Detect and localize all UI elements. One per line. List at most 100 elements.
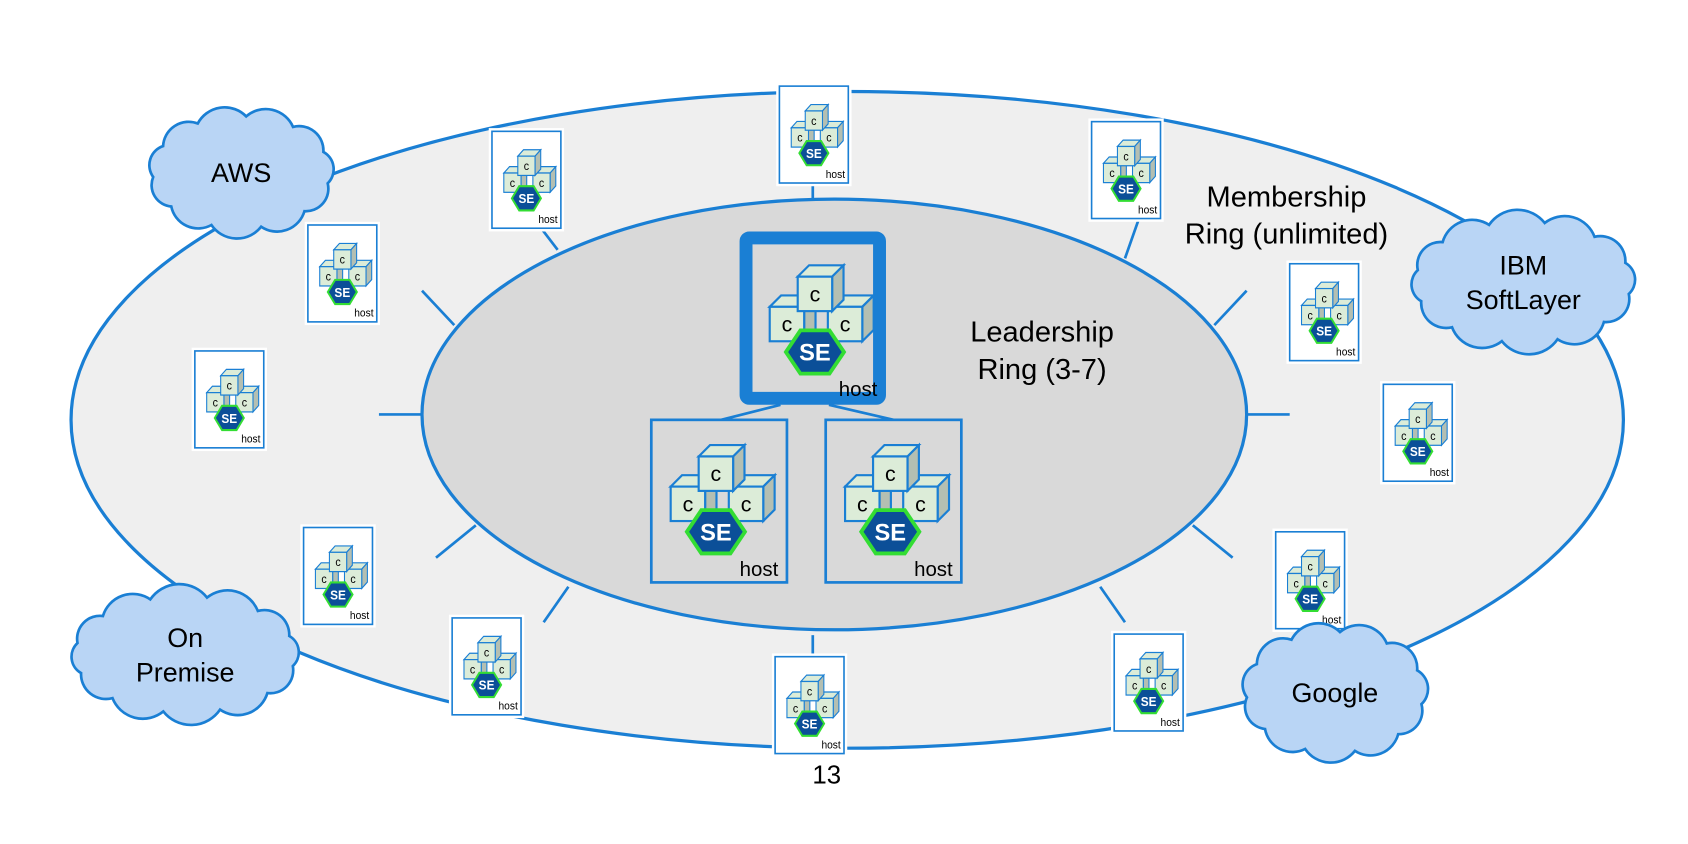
host-label: host [914,558,953,581]
host-label: host [538,214,557,227]
host-label: host [1430,467,1449,480]
container-icon: c [795,262,847,314]
container-icon: c [1300,548,1326,578]
ring-spokes [378,172,1290,657]
cloud-label: Premise [136,657,235,687]
container-label: c [1293,578,1299,591]
container-label: c [470,664,476,677]
service-engine-icon: SE [1294,585,1326,612]
container-label: c [1430,430,1436,443]
leader-link [828,403,894,422]
container-label: c [857,492,868,516]
service-engine-icon: SE [213,404,245,432]
service-engine-label: SE [479,678,495,693]
container-icon: c [1407,401,1434,430]
container-icon: c [476,634,503,664]
ring-spoke [1191,524,1234,559]
host-label: host [839,378,878,401]
leadership-ring-label-1: Leadership [970,316,1114,348]
cloud-icon [1241,621,1430,764]
host-label: host [1336,346,1355,359]
container-label: c [741,492,752,516]
container-label: c [782,313,793,337]
container-label: c [840,313,851,337]
container-label: c [1415,414,1421,427]
host-label: host [826,168,845,181]
container-label: c [807,686,813,699]
membership-ring-label-2: Ring (unlimited) [1185,218,1388,250]
container-icon: c [1138,651,1165,680]
host-label: host [499,700,518,713]
container-label: c [797,132,803,145]
host-label: host [821,739,840,752]
container-icon: c [1131,155,1157,185]
host-label: host [354,307,373,320]
service-engine-icon: SE [470,671,503,699]
cloud-aws: AWS [148,106,335,240]
service-engine-icon: SE [1308,317,1340,344]
container-label: c [1323,578,1329,591]
container-label: c [524,161,530,174]
cloud-label: IBM [1499,251,1547,281]
service-engine-icon: SE [858,508,922,556]
service-engine-label: SE [1141,694,1157,709]
ring-spoke [1099,585,1127,624]
container-label: c [1123,151,1129,164]
container-label: c [793,703,799,716]
container-label: c [1109,168,1115,181]
container-label: c [242,397,248,410]
container-label: c [340,254,346,267]
page-number: 13 [812,762,841,790]
ring-spoke [1123,218,1141,259]
container-label: c [915,492,926,516]
container-label: c [1337,310,1343,323]
container-label: c [711,462,722,486]
container-label: c [499,664,505,677]
service-engine-icon: SE [1110,175,1142,202]
service-engine-label: SE [700,520,732,546]
container-icon: c [328,544,354,574]
leadership-ring-label-2: Ring (3-7) [978,354,1107,386]
ring-spoke [542,585,570,624]
container-label: c [826,132,832,145]
service-engine-label: SE [330,588,346,603]
container-label: c [227,380,233,393]
host-label: host [1161,716,1180,729]
container-label: c [1401,430,1407,443]
container-label: c [683,492,694,516]
ring-spoke [1213,289,1248,327]
cloud-label: SoftLayer [1466,285,1581,315]
container-label: c [1132,680,1138,693]
service-engine-label: SE [519,192,535,207]
host-label: host [350,610,369,623]
container-icon: c [332,241,358,271]
container-label: c [1138,168,1144,181]
cloud-icon [148,106,335,240]
container-label: c [326,271,332,284]
service-engine-label: SE [1410,445,1426,460]
container-label: c [1146,663,1152,676]
leadership-ring [420,197,1249,632]
container-label: c [1307,310,1313,323]
container-icon: c [799,673,826,703]
cloud-label: Google [1292,678,1379,708]
container-label: c [355,271,361,284]
container-icon: c [870,442,922,494]
